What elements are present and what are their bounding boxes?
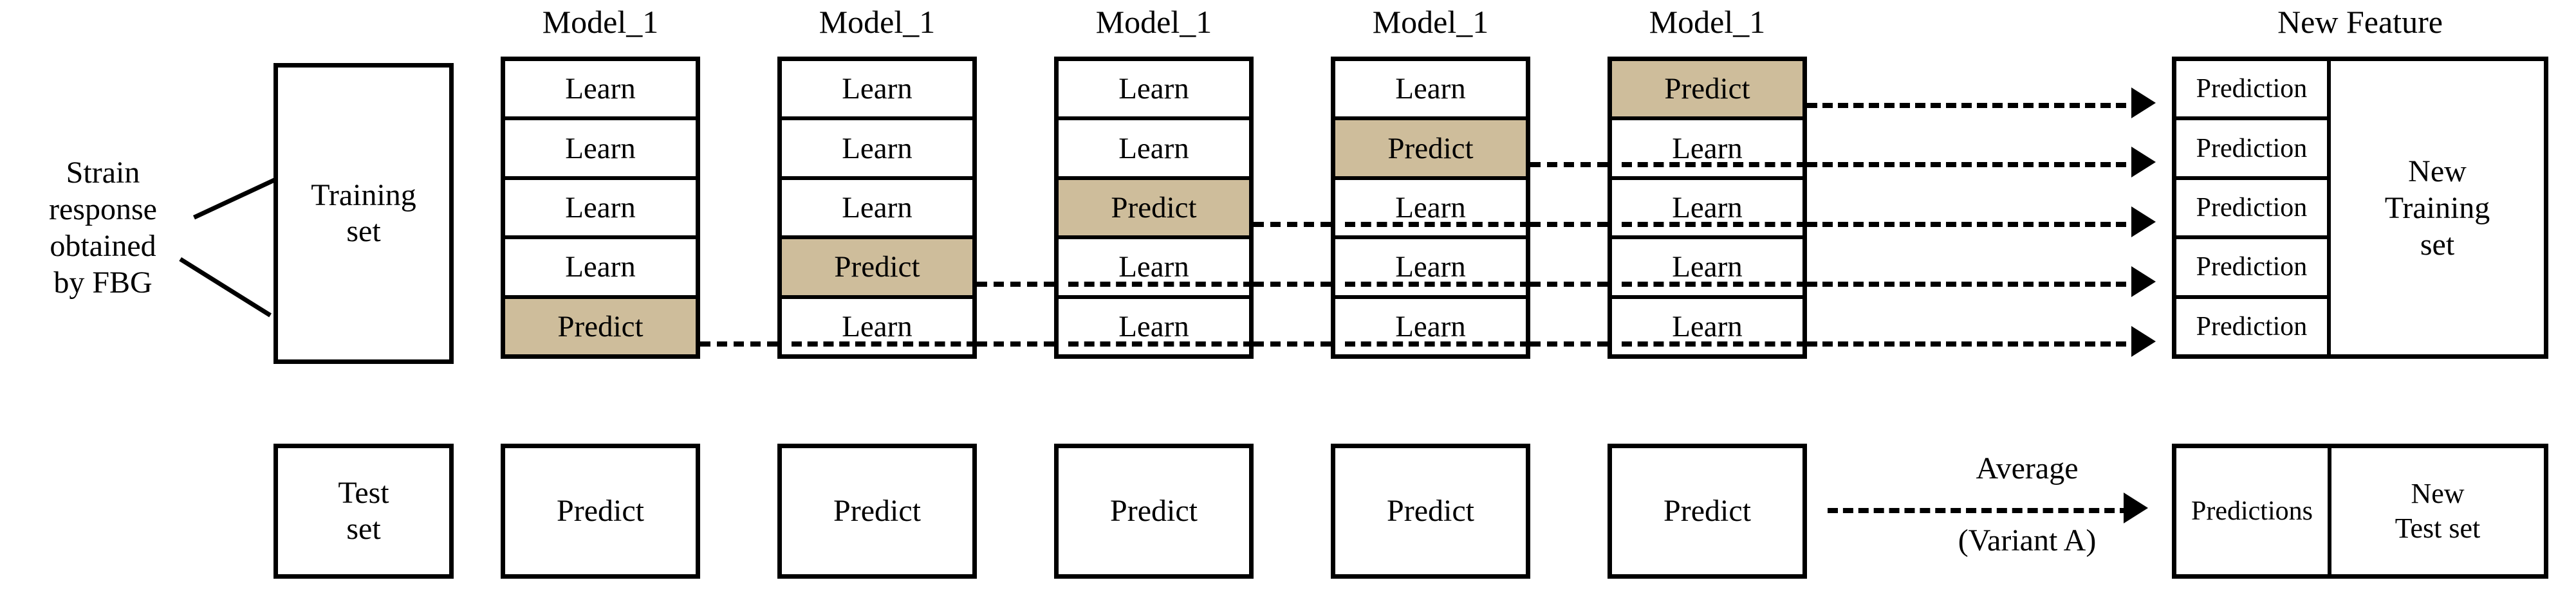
fold-cell: Learn: [1335, 179, 1526, 240]
average-label: Average: [1976, 451, 2079, 485]
fold-cell: Learn: [782, 179, 972, 240]
predictions-cell: Predictions: [2176, 448, 2331, 574]
fold-cell: Learn: [505, 239, 696, 299]
flow-line-row-5d: [1068, 341, 1254, 347]
flow-line-row-5e: [1254, 341, 1331, 347]
flow-line-row-4b: [1068, 282, 1254, 287]
new-feature-box: Prediction Prediction Prediction Predict…: [2172, 57, 2548, 359]
variant-label: (Variant A): [1958, 523, 2097, 557]
flow-line-row-5: [700, 341, 777, 347]
model-header-2: Model_1: [819, 4, 936, 40]
fold-cell: Learn: [1335, 61, 1526, 121]
flow-line-row-4g: [1807, 282, 2142, 287]
fold-cell-predict: Predict: [1059, 179, 1249, 240]
flow-line-row-3e: [1807, 222, 2142, 227]
flow-line-row-4c: [1254, 282, 1331, 287]
flow-line-row-4: [977, 282, 1054, 287]
fold-cell: Learn: [1335, 239, 1526, 299]
flow-line-row-3c: [1530, 222, 1608, 227]
fold-cell: Learn: [782, 120, 972, 180]
fold-cell: Learn: [1612, 239, 1802, 299]
bottom-predict-box-3: Predict: [1054, 444, 1254, 579]
model-header-3: Model_1: [1095, 4, 1212, 40]
model-column-5: Predict Learn Learn Learn Learn: [1608, 57, 1807, 359]
new-training-set-panel: New Training set: [2384, 154, 2490, 262]
flow-arrow-row-2: [2131, 147, 2156, 177]
training-set-box: Training set: [273, 63, 454, 364]
flow-line-row-4d: [1345, 282, 1530, 287]
bottom-predict-box-5: Predict: [1608, 444, 1807, 579]
average-flow-line: [1828, 508, 2130, 513]
model-column-4: Learn Predict Learn Learn Learn: [1331, 57, 1530, 359]
fold-cell-predict: Predict: [1335, 120, 1526, 180]
prediction-cell: Prediction: [2176, 120, 2327, 180]
fold-cell: Learn: [782, 61, 972, 121]
model-column-3: Learn Learn Predict Learn Learn: [1054, 57, 1254, 359]
bottom-predict-box-2: Predict: [777, 444, 977, 579]
fold-cell-predict: Predict: [1612, 61, 1802, 121]
model-header-4: Model_1: [1372, 4, 1489, 40]
flow-line-row-5f: [1345, 341, 1530, 347]
average-flow-arrow: [2124, 493, 2148, 523]
prediction-cell: Prediction: [2176, 180, 2327, 240]
prediction-cell: Prediction: [2176, 61, 2327, 121]
flow-line-row-4f: [1622, 282, 1807, 287]
flow-line-row-2b: [1622, 162, 1807, 167]
flow-arrow-row-4: [2131, 266, 2156, 297]
flow-line-row-3d: [1622, 222, 1807, 227]
model-header-1: Model_1: [542, 4, 659, 40]
fold-cell-predict: Predict: [505, 298, 696, 355]
model-column-2: Learn Learn Learn Predict Learn: [777, 57, 977, 359]
fold-cell: Learn: [1059, 120, 1249, 180]
new-feature-prediction-column: Prediction Prediction Prediction Predict…: [2176, 61, 2331, 354]
bottom-predict-box-1: Predict: [501, 444, 700, 579]
flow-line-row-3: [1254, 222, 1331, 227]
source-label: Strain response obtained by FBG: [49, 156, 157, 300]
flow-line-row-2c: [1807, 162, 2142, 167]
new-test-set-box: Predictions New Test set: [2172, 444, 2548, 579]
flow-arrow-row-3: [2131, 206, 2156, 237]
fold-cell: Learn: [1612, 120, 1802, 180]
prediction-cell: Prediction: [2196, 311, 2308, 341]
fold-cell: Learn: [505, 120, 696, 180]
fold-cell: Learn: [505, 61, 696, 121]
flow-line-row-3b: [1345, 222, 1530, 227]
flow-line-row-5i: [1807, 341, 2142, 347]
flow-line-row-5c: [977, 341, 1054, 347]
prediction-cell: Prediction: [2176, 239, 2327, 299]
connector-to-training-set: [193, 175, 281, 220]
fold-cell: Learn: [1612, 179, 1802, 240]
new-feature-header: New Feature: [2277, 4, 2443, 40]
model-header-5: Model_1: [1649, 4, 1766, 40]
fold-cell: Learn: [505, 179, 696, 240]
bottom-predict-box-4: Predict: [1331, 444, 1530, 579]
flow-line-row-1: [1807, 103, 2142, 108]
fold-cell: Learn: [1059, 239, 1249, 299]
new-test-set-panel: New Test set: [2395, 478, 2481, 544]
flow-arrow-row-1: [2131, 87, 2156, 118]
test-set-box: Test set: [273, 444, 454, 579]
fold-cell-predict: Predict: [782, 239, 972, 299]
flow-line-row-4e: [1530, 282, 1608, 287]
model-column-1: Learn Learn Learn Learn Predict: [501, 57, 700, 359]
flow-line-row-5h: [1622, 341, 1807, 347]
flow-arrow-row-5: [2131, 326, 2156, 357]
fold-cell: Learn: [1059, 61, 1249, 121]
flow-line-row-5g: [1530, 341, 1608, 347]
flow-line-row-2: [1530, 162, 1608, 167]
flow-line-row-5b: [792, 341, 977, 347]
